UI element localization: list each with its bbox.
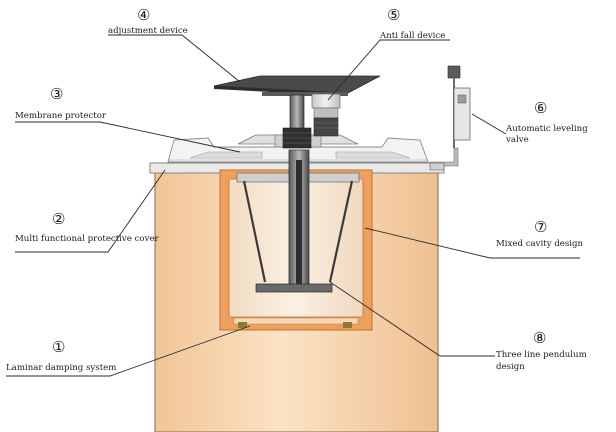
- callout-6-label-line1: Automatic leveling: [505, 124, 588, 134]
- adjustment-device: [213, 75, 381, 149]
- callout-5-label: Anti fall device: [379, 31, 445, 41]
- callout-5: ⑤ Anti fall device: [379, 6, 445, 41]
- callout-8: ⑧ Three line pendulum design: [496, 329, 587, 372]
- leader-lines: [6, 34, 580, 377]
- callout-8-label-line2: design: [496, 362, 525, 372]
- callout-1-label: Laminar damping system: [6, 363, 116, 373]
- callout-2-label: Multi functional protective cover: [15, 234, 160, 244]
- callout-2-marker: ②: [52, 210, 65, 228]
- callout-1: ① Laminar damping system: [6, 338, 116, 373]
- callout-7-marker: ⑦: [534, 218, 547, 236]
- callout-6-marker: ⑥: [534, 99, 547, 117]
- callout-6: ⑥ Automatic leveling valve: [505, 99, 588, 145]
- callout-5-marker: ⑤: [387, 6, 400, 24]
- callout-1-marker: ①: [52, 338, 65, 356]
- callout-8-label-line1: Three line pendulum: [496, 350, 587, 360]
- three-line-pendulum: [236, 149, 360, 293]
- callout-6-label-line2: valve: [505, 135, 529, 145]
- leveling-valve: [429, 65, 471, 171]
- callout-7-label: Mixed cavity design: [496, 239, 584, 249]
- callout-4-label: adjustment device: [108, 26, 188, 36]
- anti-fall-device: [311, 93, 341, 137]
- callout-4-marker: ④: [137, 6, 150, 24]
- callout-7: ⑦ Mixed cavity design: [496, 218, 584, 249]
- isolator-apparatus: [149, 65, 471, 432]
- callout-3: ③ Membrane protector: [15, 85, 107, 121]
- callout-8-marker: ⑧: [533, 329, 546, 347]
- callout-3-label: Membrane protector: [15, 111, 107, 121]
- callout-4: ④ adjustment device: [108, 6, 188, 36]
- callout-3-marker: ③: [50, 85, 63, 103]
- callout-2: ② Multi functional protective cover: [15, 210, 160, 244]
